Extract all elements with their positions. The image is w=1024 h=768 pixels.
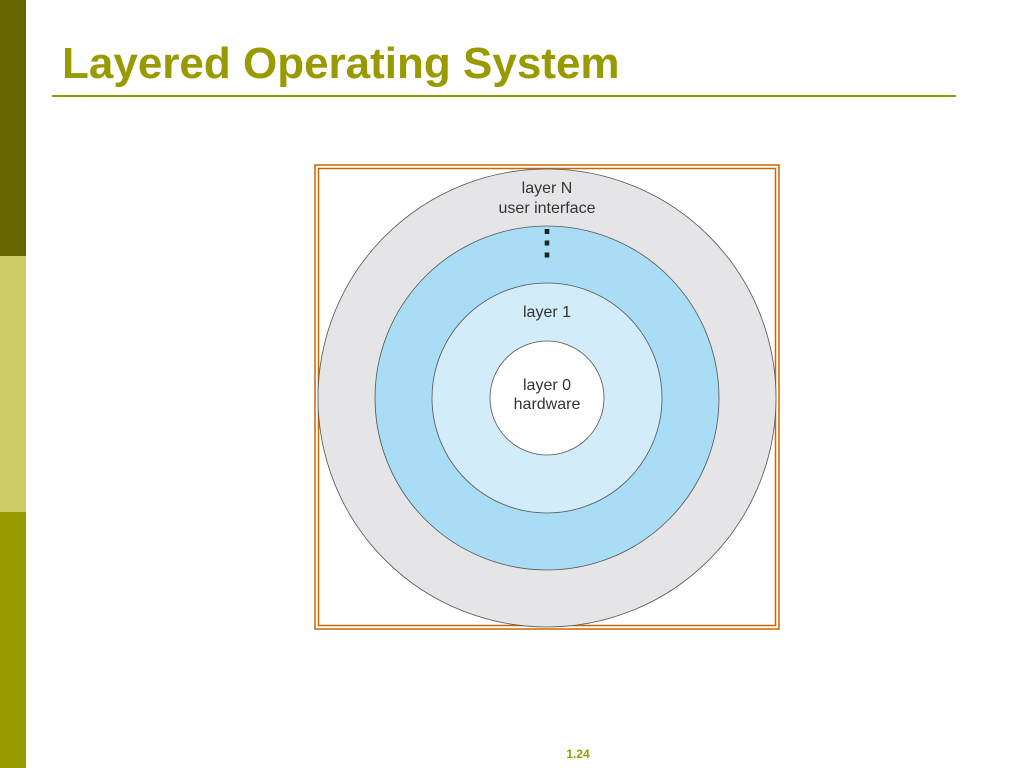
layer-diagram: layer N user interface ⋮ layer 1 layer 0… — [314, 164, 780, 630]
sidebar-segment-middle — [0, 256, 26, 512]
diagram-frame: layer N user interface ⋮ layer 1 layer 0… — [314, 164, 780, 630]
page-number: 1.24 — [566, 747, 590, 761]
layer-n-description: user interface — [499, 200, 596, 217]
layer-0-label: layer 0 — [523, 377, 571, 394]
frame-border-outer — [314, 164, 780, 630]
page-title: Layered Operating System — [62, 39, 620, 88]
layers-ellipsis: ⋮ — [530, 224, 564, 262]
layer-n-label: layer N — [522, 180, 573, 197]
sidebar-segment-bottom — [0, 512, 26, 768]
sidebar-decoration — [0, 0, 26, 768]
layer-1-label: layer 1 — [523, 304, 571, 321]
layer-0-description: hardware — [514, 396, 581, 413]
sidebar-segment-top — [0, 0, 26, 256]
title-underline — [52, 95, 956, 97]
ring-layer-0 — [489, 340, 605, 456]
